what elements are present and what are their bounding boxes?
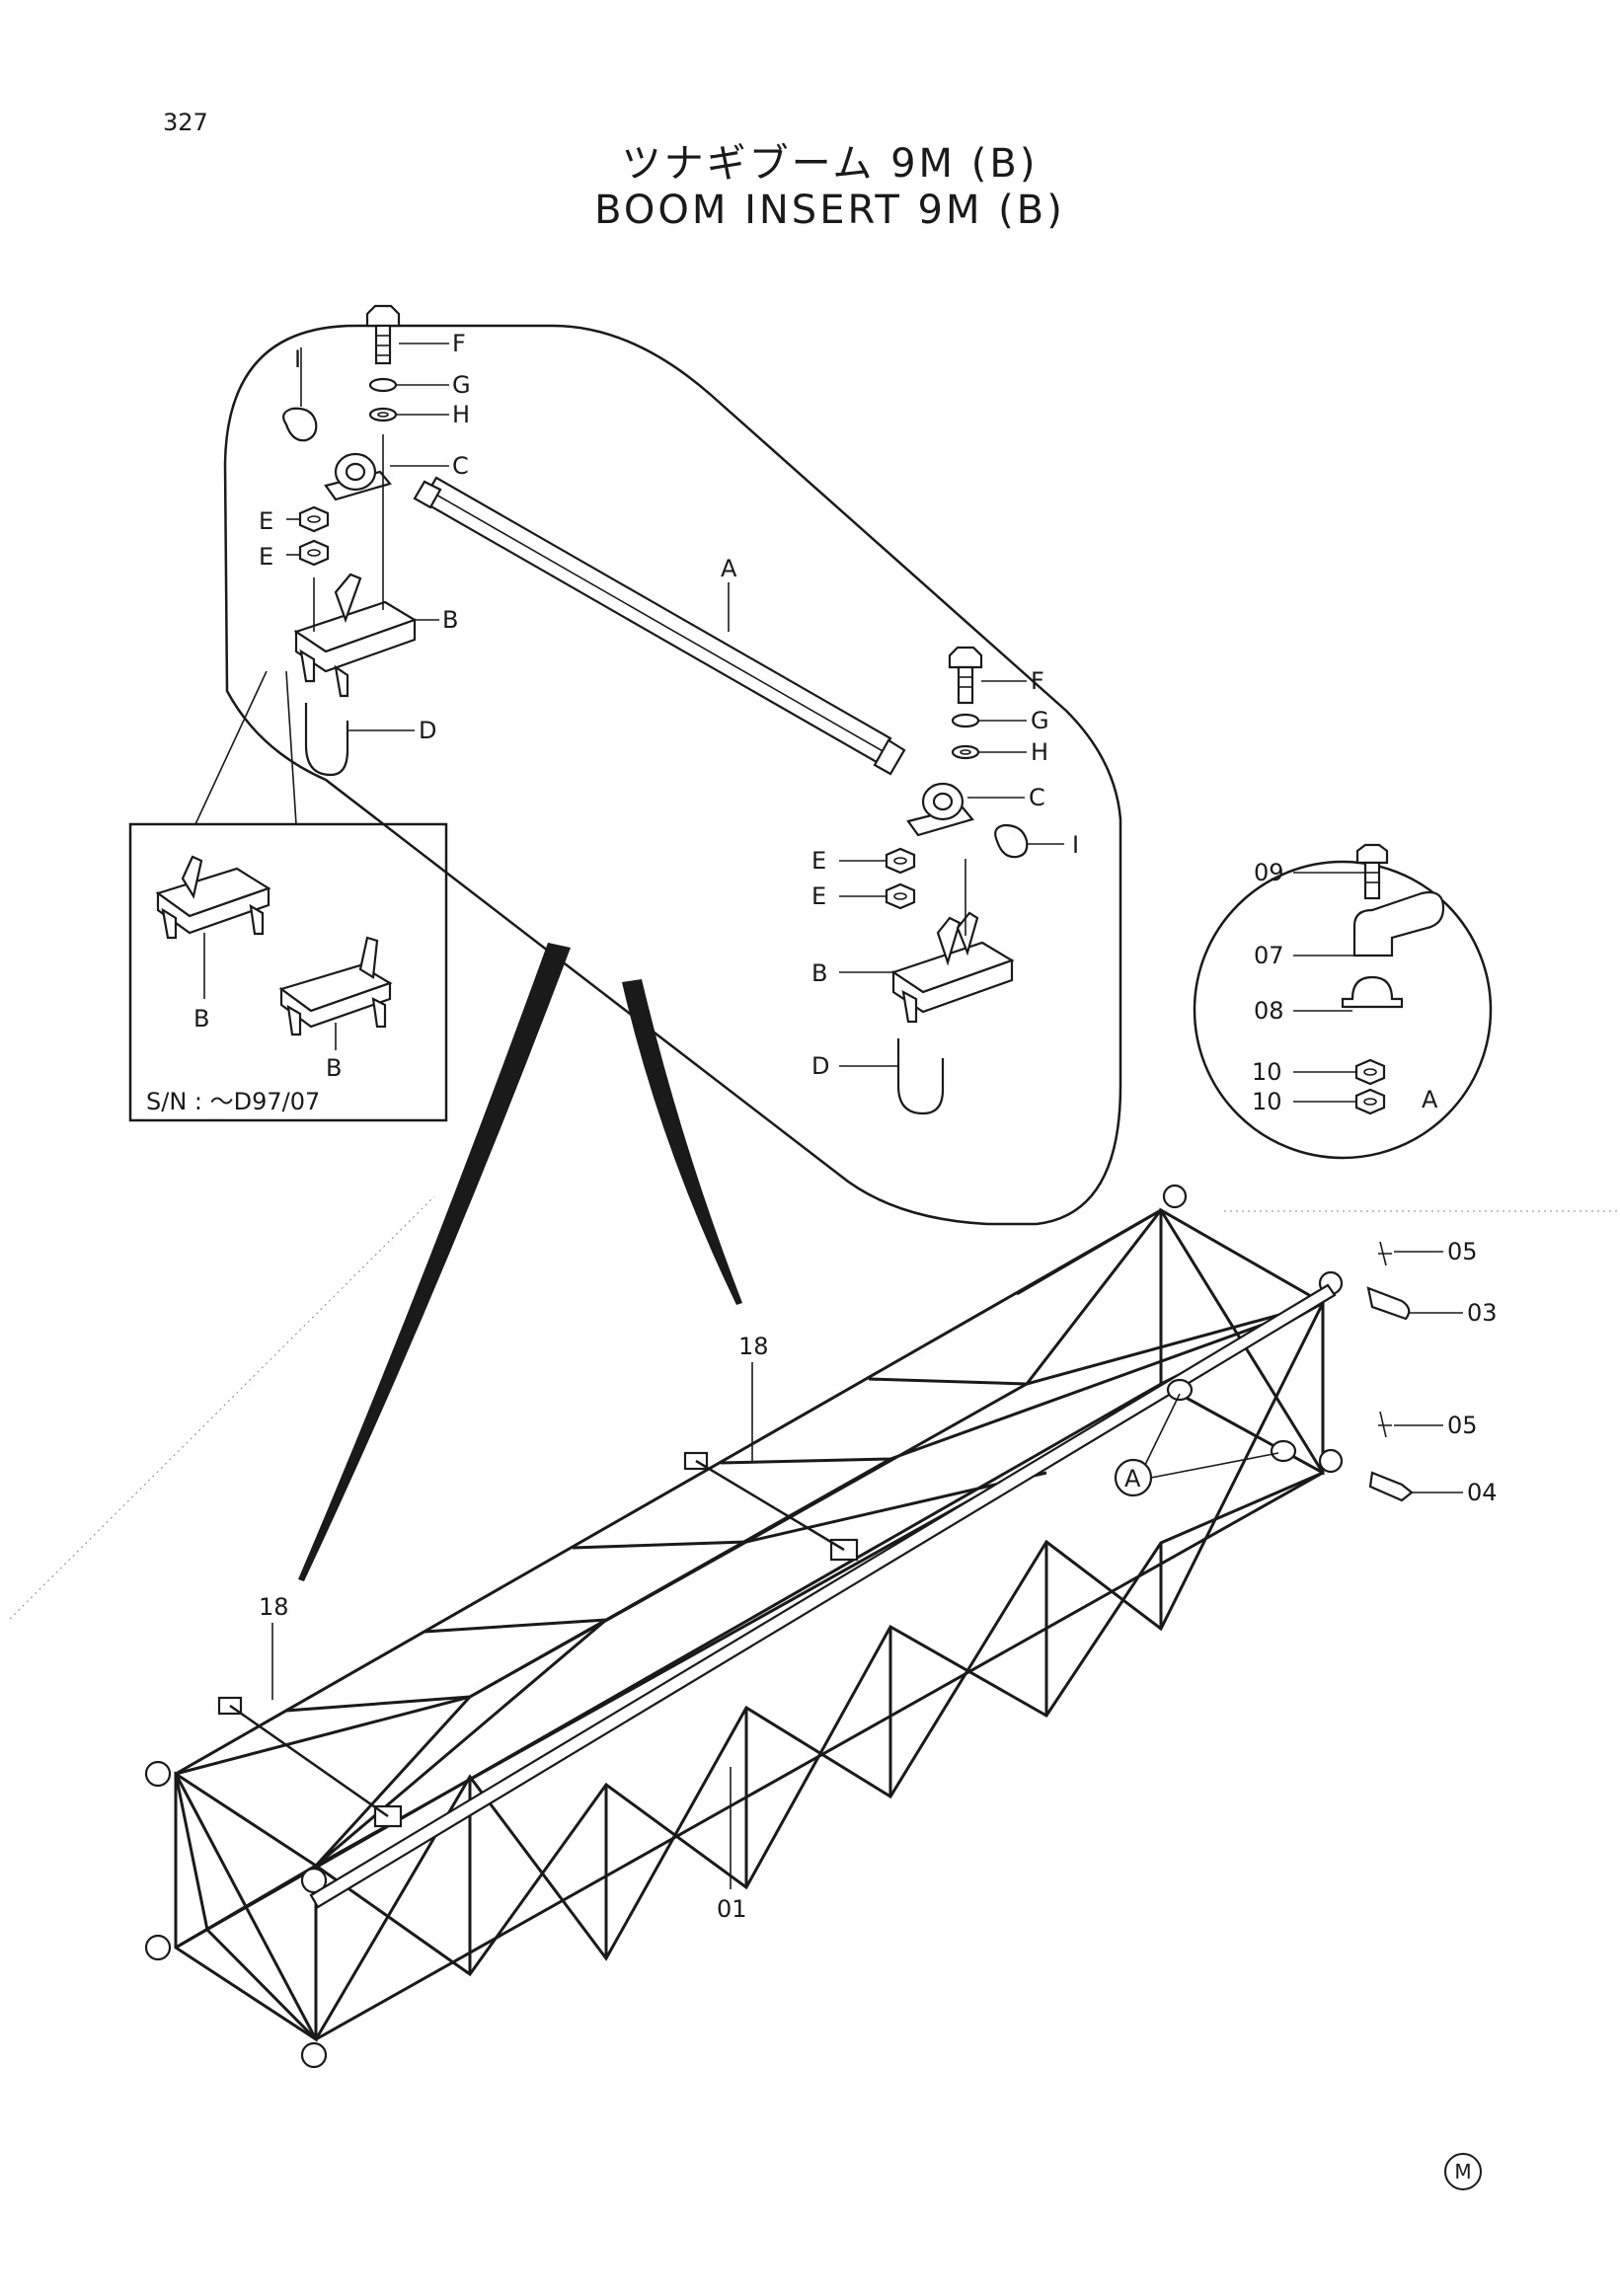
page-number: 327 — [163, 109, 208, 136]
bolt-f-upper — [365, 304, 449, 365]
callout-f-lower: F — [1031, 667, 1044, 695]
part-04: 04 — [1467, 1479, 1498, 1506]
boom-pins — [1366, 1241, 1463, 1502]
part-05-lower: 05 — [1447, 1412, 1478, 1439]
clip-i-lower — [994, 823, 1064, 859]
pillow-block-c-lower — [906, 782, 1025, 837]
callout-h-upper: H — [452, 401, 470, 428]
part-18-upper: 18 — [738, 1333, 769, 1360]
clip-05-lower — [1378, 1411, 1392, 1438]
part-08: 08 — [1254, 997, 1284, 1025]
washer-h-lower — [951, 744, 1027, 760]
clip-i-upper — [282, 347, 318, 442]
detail-balloon-outline — [223, 324, 1122, 1226]
boom-labels: 05 03 05 04 18 18 01 A — [259, 1238, 1498, 1923]
part-05-upper: 05 — [1447, 1238, 1478, 1265]
callout-a-boom: A — [1124, 1465, 1141, 1492]
title-japanese: ツナギブーム 9M (B) — [621, 141, 1039, 187]
leader-wedge-right — [622, 979, 742, 1305]
manufacturer-mark: M — [1444, 2153, 1482, 2190]
part-18-lower: 18 — [259, 1593, 289, 1621]
spring-washer-g-upper — [368, 377, 449, 393]
callout-a-tube: A — [721, 555, 737, 582]
nut-e-upper — [286, 505, 330, 567]
inset-pointer — [194, 670, 297, 825]
callout-g-upper: G — [452, 371, 471, 399]
callout-e-lower-1: E — [811, 847, 826, 875]
u-bolt-d-upper — [304, 703, 415, 777]
callout-i-lower: I — [1072, 831, 1079, 859]
callout-d-lower: D — [811, 1052, 829, 1080]
spring-washer-g-lower — [951, 713, 1027, 728]
part-10-upper: 10 — [1252, 1058, 1282, 1086]
callout-e-upper-2: E — [259, 543, 273, 571]
part-07: 07 — [1254, 942, 1284, 969]
nut-e-lower — [839, 847, 916, 910]
callout-b-lower: B — [811, 959, 827, 987]
serial-inset: B B S/N : 〜D97/07 — [128, 670, 448, 1122]
pin-04 — [1368, 1471, 1414, 1502]
tube-a — [413, 476, 906, 776]
title-english: BOOM INSERT 9M (B) — [594, 188, 1065, 233]
callout-e-lower-2: E — [811, 882, 826, 910]
bracket-b-upper — [293, 434, 439, 698]
callout-b-upper: B — [442, 606, 458, 634]
callout-c-lower: C — [1029, 784, 1045, 811]
part-09: 09 — [1254, 859, 1284, 886]
callout-c-upper: C — [452, 452, 469, 480]
callout-f-upper: F — [452, 330, 466, 357]
bracket-b-lower — [839, 859, 1015, 1024]
callout-i-upper: I — [294, 345, 301, 373]
pin-03 — [1366, 1286, 1411, 1321]
pillow-block-c-upper — [324, 452, 449, 501]
bolt-f-lower — [948, 646, 1027, 705]
inset-callout-b-1: B — [193, 1005, 209, 1033]
part-03: 03 — [1467, 1299, 1498, 1327]
callout-d-upper: D — [419, 717, 436, 744]
part-10-lower: 10 — [1252, 1088, 1282, 1115]
clip-05-upper — [1378, 1241, 1392, 1266]
leader-wedge-left — [298, 943, 571, 1581]
boom-truss — [144, 1184, 1344, 2069]
guide-line-left — [9, 1195, 435, 1620]
part-01: 01 — [717, 1895, 747, 1923]
inset-serial-note: S/N : 〜D97/07 — [146, 1088, 320, 1115]
inset-callout-b-2: B — [326, 1054, 342, 1082]
callout-g-lower: G — [1031, 707, 1049, 734]
washer-h-upper — [368, 407, 449, 422]
u-bolt-d-lower — [839, 1038, 945, 1115]
detail-a: 09 07 08 10 10 A — [1193, 843, 1493, 1160]
callout-h-lower: H — [1031, 738, 1048, 766]
callout-labels: I F G H C E E B D A F G H C I E E B D — [259, 330, 1079, 1080]
callout-e-upper-1: E — [259, 507, 273, 535]
detail-a-label: A — [1422, 1086, 1438, 1113]
